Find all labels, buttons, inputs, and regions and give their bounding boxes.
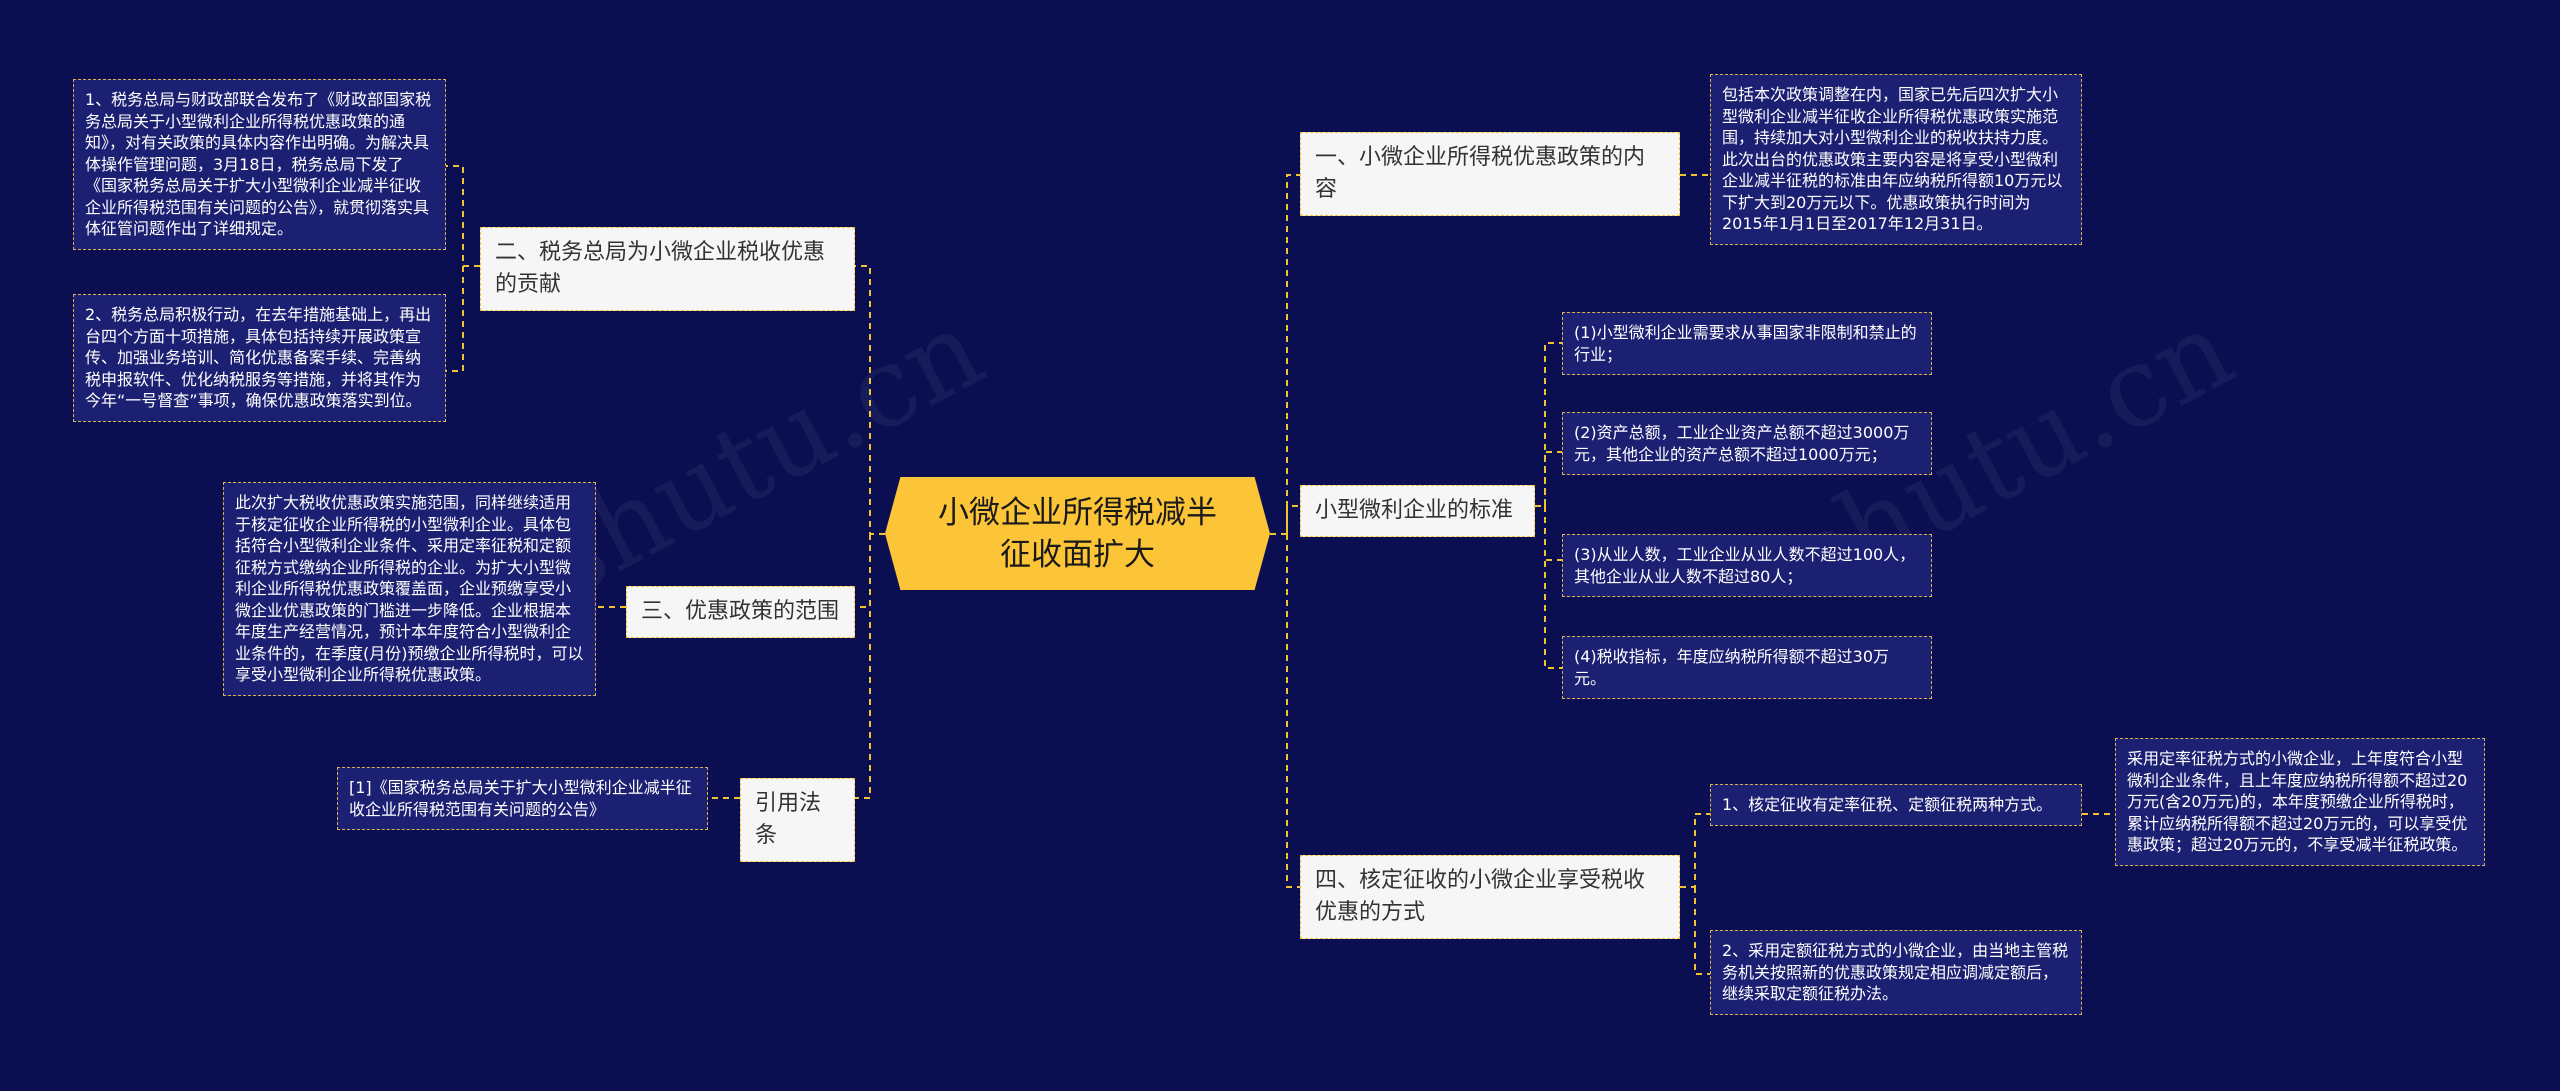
leaf-standard-industry[interactable]: (1)小型微利企业需要求从事国家非限制和禁止的行业；: [1562, 312, 1932, 375]
branch-policy-content[interactable]: 一、小微企业所得税优惠政策的内容: [1300, 132, 1680, 216]
central-topic-label: 小微企业所得税减半征收面扩大: [938, 494, 1217, 573]
branch-assessed-collection[interactable]: 四、核定征收的小微企业享受税收优惠的方式: [1300, 855, 1680, 939]
branch-label: 四、核定征收的小微企业享受税收优惠的方式: [1315, 868, 1646, 925]
leaf-standard-assets[interactable]: (2)资产总额，工业企业资产总额不超过3000万元，其他企业的资产总额不超过10…: [1562, 412, 1932, 475]
branch-citations[interactable]: 引用法条: [740, 778, 855, 862]
branch-label: 三、优惠政策的范围: [641, 599, 840, 624]
leaf-fixed-rate-detail[interactable]: 采用定率征税方式的小微企业，上年度符合小型微利企业条件，且上年度应纳税所得额不超…: [2115, 738, 2485, 866]
leaf-text: 1、核定征收有定率征税、定额征税两种方式。: [1722, 795, 2053, 814]
branch-policy-scope[interactable]: 三、优惠政策的范围: [626, 586, 855, 638]
leaf-text: (1)小型微利企业需要求从事国家非限制和禁止的行业；: [1574, 323, 1917, 364]
leaf-policy-detail[interactable]: 包括本次政策调整在内，国家已先后四次扩大小型微利企业减半征收企业所得税优惠政策实…: [1710, 74, 2082, 245]
leaf-text: 2、税务总局积极行动，在去年措施基础上，再出台四个方面十项措施，具体包括持续开展…: [85, 305, 432, 410]
leaf-text: (2)资产总额，工业企业资产总额不超过3000万元，其他企业的资产总额不超过10…: [1574, 423, 1910, 464]
branch-label: 引用法条: [755, 791, 822, 848]
leaf-text: 此次扩大税收优惠政策实施范围，同样继续适用于核定征收企业所得税的小型微利企业。具…: [235, 493, 584, 684]
leaf-text: [1]《国家税务总局关于扩大小型微利企业减半征收企业所得税范围有关问题的公告》: [349, 778, 692, 819]
leaf-text: 包括本次政策调整在内，国家已先后四次扩大小型微利企业减半征收企业所得税优惠政策实…: [1722, 85, 2063, 233]
leaf-text: 2、采用定额征税方式的小微企业，由当地主管税务机关按照新的优惠政策规定相应调减定…: [1722, 941, 2069, 1003]
central-topic[interactable]: 小微企业所得税减半征收面扩大: [885, 477, 1270, 590]
leaf-text: 1、税务总局与财政部联合发布了《财政部国家税务总局关于小型微利企业所得税优惠政策…: [85, 90, 432, 238]
leaf-text: 采用定率征税方式的小微企业，上年度符合小型微利企业条件，且上年度应纳税所得额不超…: [2127, 749, 2468, 854]
branch-label: 二、税务总局为小微企业税收优惠的贡献: [495, 240, 826, 297]
leaf-fixed-amount[interactable]: 2、采用定额征税方式的小微企业，由当地主管税务机关按照新的优惠政策规定相应调减定…: [1710, 930, 2082, 1015]
leaf-bureau-measures[interactable]: 2、税务总局积极行动，在去年措施基础上，再出台四个方面十项措施，具体包括持续开展…: [73, 294, 446, 422]
leaf-assessed-methods[interactable]: 1、核定征收有定率征税、定额征税两种方式。: [1710, 784, 2082, 826]
leaf-text: (4)税收指标，年度应纳税所得额不超过30万元。: [1574, 647, 1890, 688]
branch-small-enterprise-standard[interactable]: 小型微利企业的标准: [1300, 485, 1535, 537]
leaf-scope-detail[interactable]: 此次扩大税收优惠政策实施范围，同样继续适用于核定征收企业所得税的小型微利企业。具…: [223, 482, 596, 696]
branch-label: 小型微利企业的标准: [1315, 498, 1514, 523]
leaf-bureau-notice[interactable]: 1、税务总局与财政部联合发布了《财政部国家税务总局关于小型微利企业所得税优惠政策…: [73, 79, 446, 250]
branch-label: 一、小微企业所得税优惠政策的内容: [1315, 145, 1646, 202]
leaf-standard-tax[interactable]: (4)税收指标，年度应纳税所得额不超过30万元。: [1562, 636, 1932, 699]
leaf-citation-1[interactable]: [1]《国家税务总局关于扩大小型微利企业减半征收企业所得税范围有关问题的公告》: [337, 767, 708, 830]
leaf-standard-employees[interactable]: (3)从业人数，工业企业从业人数不超过100人，其他企业从业人数不超过80人；: [1562, 534, 1932, 597]
leaf-text: (3)从业人数，工业企业从业人数不超过100人，其他企业从业人数不超过80人；: [1574, 545, 1916, 586]
branch-tax-bureau-contribution[interactable]: 二、税务总局为小微企业税收优惠的贡献: [480, 227, 855, 311]
